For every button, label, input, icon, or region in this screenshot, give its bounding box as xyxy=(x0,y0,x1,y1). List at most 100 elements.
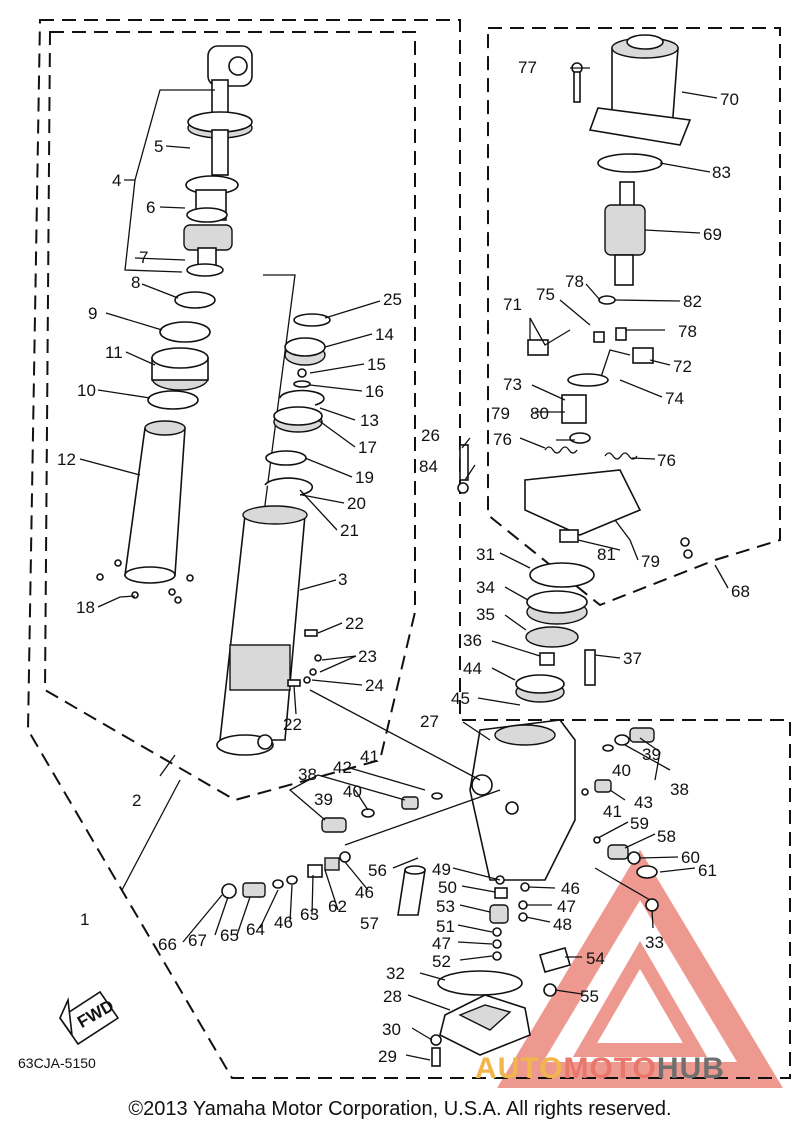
motor-housing-70 xyxy=(588,34,692,146)
callout-7: 7 xyxy=(139,248,148,267)
callout-81: 81 xyxy=(597,545,616,564)
callout-10: 10 xyxy=(77,381,96,400)
piston-17 xyxy=(273,406,323,433)
o-ring-10 xyxy=(147,390,199,410)
callout-71: 71 xyxy=(503,295,522,314)
callout-28: 28 xyxy=(383,987,402,1006)
callout-80: 80 xyxy=(530,404,549,423)
callout-69: 69 xyxy=(703,225,722,244)
callout-49: 49 xyxy=(432,860,451,879)
o-ring-9 xyxy=(159,321,211,343)
callout-29: 29 xyxy=(378,1047,397,1066)
cylinder-cap-11 xyxy=(151,347,209,391)
callout-73: 73 xyxy=(503,375,522,394)
balls-18 xyxy=(96,559,194,604)
callout-48: 48 xyxy=(553,915,572,934)
callout-41b: 41 xyxy=(360,747,379,766)
callout-34: 34 xyxy=(476,578,495,597)
callout-19: 19 xyxy=(355,468,374,487)
o-ring-31 xyxy=(529,562,595,588)
callout-15: 15 xyxy=(367,355,386,374)
callout-59: 59 xyxy=(630,814,649,833)
small-parts-22-24 xyxy=(287,629,322,687)
watermark-part-2: MOTO xyxy=(563,1052,657,1085)
callout-78b: 78 xyxy=(678,322,697,341)
callout-83: 83 xyxy=(712,163,731,182)
callout-35: 35 xyxy=(476,605,495,624)
callout-82: 82 xyxy=(683,292,702,311)
reservoir-cap-28 xyxy=(439,994,531,1056)
callout-17: 17 xyxy=(358,438,377,457)
callout-16: 16 xyxy=(365,382,384,401)
callout-55: 55 xyxy=(580,987,599,1006)
watermark-part-3: HUB xyxy=(656,1052,725,1085)
ball-15 xyxy=(297,368,307,378)
callout-11: 11 xyxy=(105,343,123,362)
screw-77 xyxy=(571,62,583,103)
callout-5: 5 xyxy=(154,137,163,156)
callout-38b: 38 xyxy=(298,765,317,784)
callout-75: 75 xyxy=(536,285,555,304)
callout-22a: 22 xyxy=(345,614,364,633)
callout-14: 14 xyxy=(375,325,394,344)
callout-27: 27 xyxy=(420,712,439,731)
callout-38a: 38 xyxy=(670,780,689,799)
armature-69 xyxy=(604,181,646,286)
manifold-27 xyxy=(469,719,576,881)
callout-84: 84 xyxy=(419,457,438,476)
cylinder-tube-12 xyxy=(124,420,186,584)
callout-56: 56 xyxy=(368,861,387,880)
callout-45: 45 xyxy=(451,689,470,708)
callout-53: 53 xyxy=(436,897,455,916)
callout-3: 3 xyxy=(338,570,347,589)
callout-46b: 46 xyxy=(355,883,374,902)
callout-61: 61 xyxy=(698,861,717,880)
callout-33: 33 xyxy=(645,933,664,952)
watermark-part-1: AUTO xyxy=(475,1052,564,1085)
callout-13: 13 xyxy=(360,411,379,430)
callout-37: 37 xyxy=(623,649,642,668)
callout-40a: 40 xyxy=(612,761,631,780)
callout-labels: 77 70 83 69 78 75 71 82 78 72 73 74 79 8… xyxy=(57,58,750,1066)
callout-39a: 39 xyxy=(642,745,661,764)
motor-base-81 xyxy=(524,469,693,559)
callout-25: 25 xyxy=(383,290,402,309)
callout-62: 62 xyxy=(328,897,347,916)
frame-assembly-68 xyxy=(487,27,781,607)
callout-79b: 79 xyxy=(641,552,660,571)
seal-34 xyxy=(526,590,588,625)
o-ring-32 xyxy=(437,970,523,996)
callout-76b: 76 xyxy=(657,451,676,470)
callout-2: 2 xyxy=(132,791,141,810)
callout-47b: 47 xyxy=(557,897,576,916)
o-ring-83 xyxy=(597,153,663,173)
callout-57: 57 xyxy=(360,914,379,933)
callout-78a: 78 xyxy=(565,272,584,291)
coupling-36 xyxy=(539,652,555,666)
callout-4: 4 xyxy=(112,171,121,190)
bolt-29-30 xyxy=(430,1034,442,1067)
circlip-21 xyxy=(264,477,314,496)
leader-frame-inner xyxy=(249,274,296,621)
seal-25 xyxy=(293,313,331,327)
callout-1: 1 xyxy=(80,910,89,929)
callout-65: 65 xyxy=(220,926,239,945)
left-valve-row-46-67 xyxy=(221,851,351,899)
leader-lines xyxy=(79,67,729,1061)
callout-70: 70 xyxy=(720,90,739,109)
callout-51: 51 xyxy=(436,917,455,936)
frame-assembly-2 xyxy=(43,31,416,802)
callout-39b: 39 xyxy=(314,790,333,809)
callout-40b: 40 xyxy=(343,782,362,801)
bolt-26-84 xyxy=(457,444,469,494)
callout-47a: 47 xyxy=(432,934,451,953)
callout-20: 20 xyxy=(347,494,366,513)
callout-76a: 76 xyxy=(493,430,512,449)
callout-12: 12 xyxy=(57,450,76,469)
callout-63: 63 xyxy=(300,905,319,924)
callout-46a: 46 xyxy=(561,879,580,898)
seal-35 xyxy=(525,626,579,648)
springs-76 xyxy=(544,446,638,460)
callout-79a: 79 xyxy=(491,404,510,423)
callout-66: 66 xyxy=(158,935,177,954)
